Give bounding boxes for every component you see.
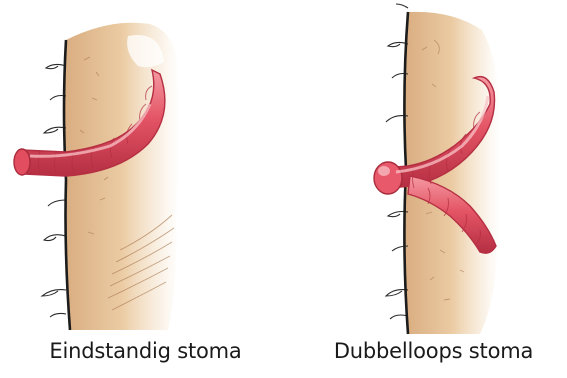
loop-stoma-illustration [284, 0, 567, 340]
end-stoma-figure: Eindstandig stoma [0, 0, 283, 378]
stoma-shine [378, 166, 390, 176]
stoma-opening [374, 162, 402, 194]
skin-hairs [42, 64, 66, 317]
caption-loop-stoma: Dubbelloops stoma [292, 339, 567, 363]
loop-stoma-figure: Dubbelloops stoma [284, 0, 567, 378]
caption-end-stoma: Eindstandig stoma [4, 339, 287, 363]
stoma-opening [14, 149, 30, 175]
end-stoma-illustration [0, 0, 283, 340]
